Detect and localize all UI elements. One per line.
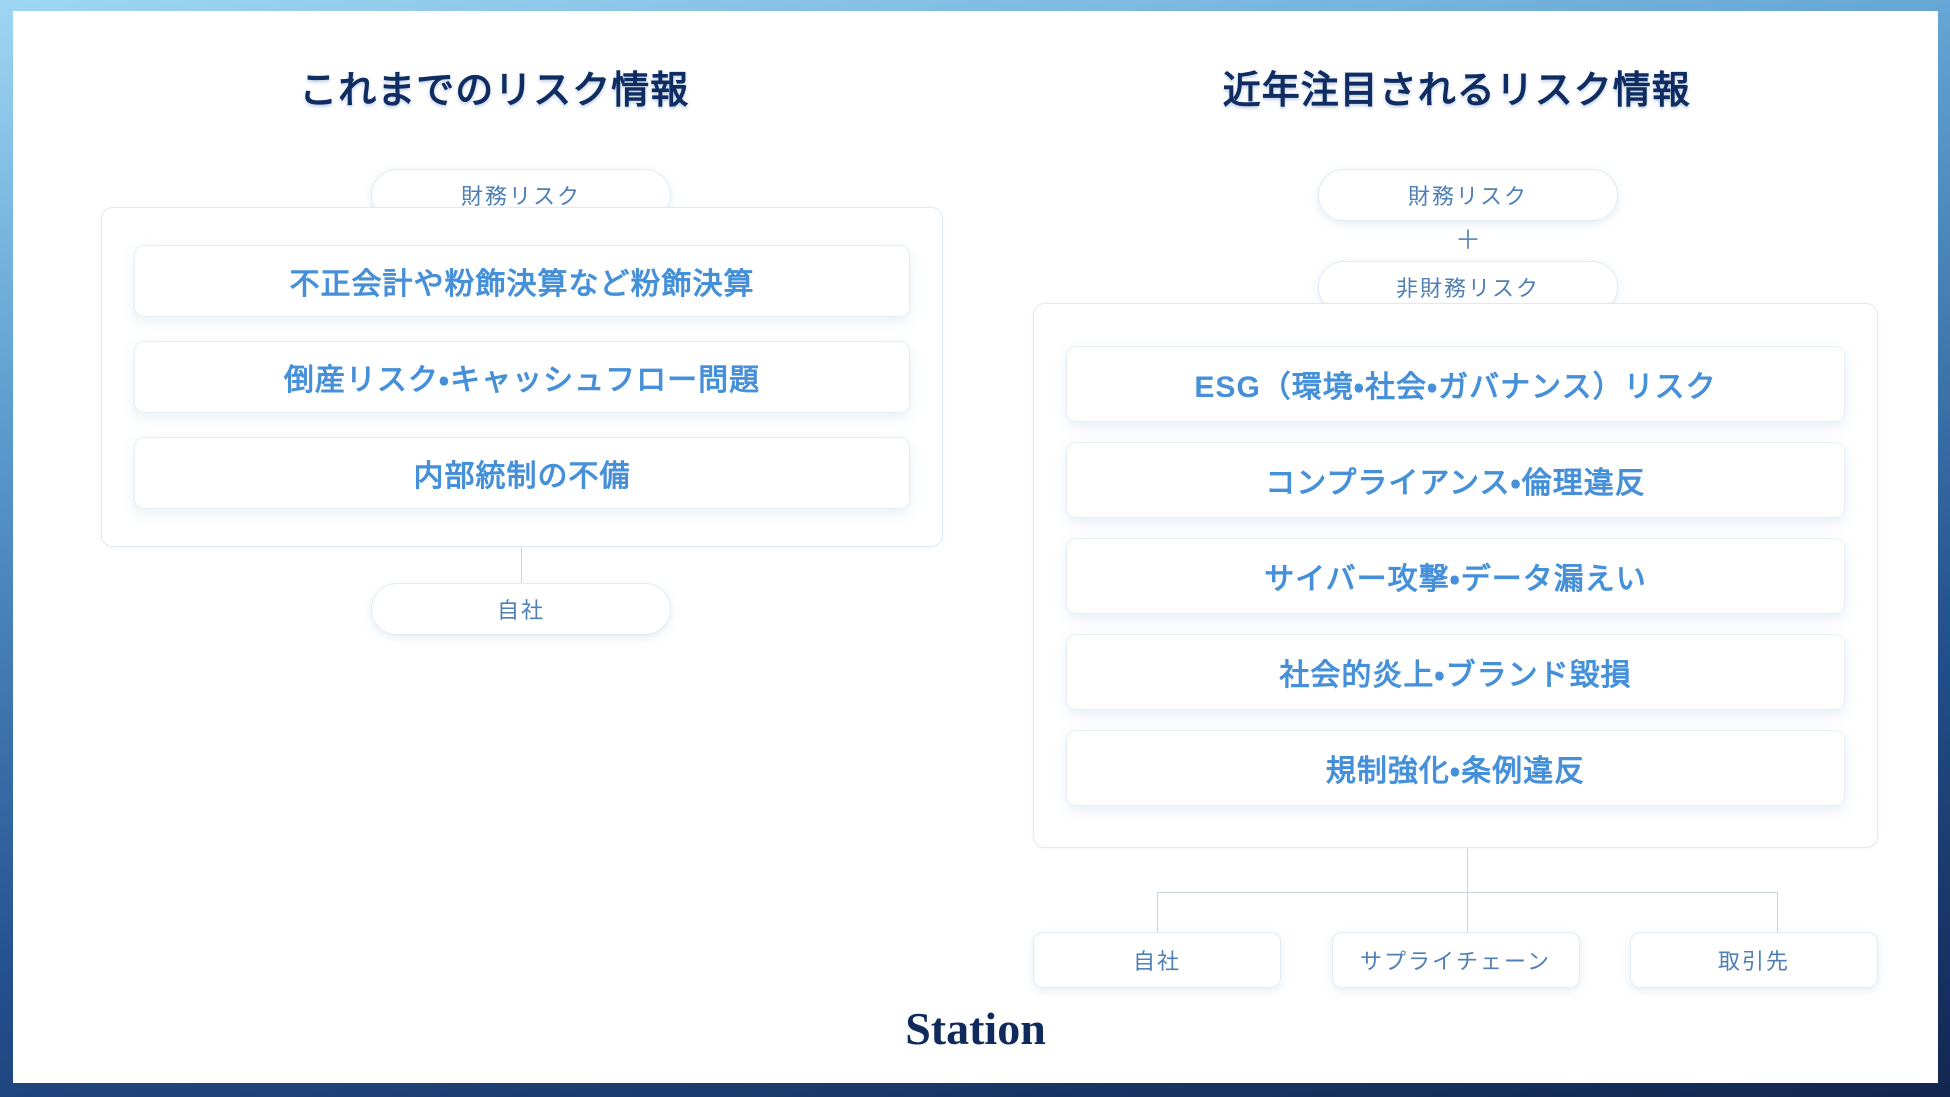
plus-icon: ＋ bbox=[1454, 225, 1481, 255]
left-scope-pill-own-company: 自社 bbox=[371, 583, 671, 635]
right-scope-pill-own-company: 自社 bbox=[1033, 932, 1281, 988]
left-risk-card-2: 倒産リスク・キャッシュフロー問題 bbox=[134, 341, 910, 413]
right-risk-card-5: 規制強化・条例違反 bbox=[1066, 729, 1845, 806]
columns-wrapper: これまでのリスク情報 財務リスク 不正会計や粉飾決算など粉飾決算 倒産リスク・キ… bbox=[13, 11, 1938, 1083]
right-scope-pill-business-partner: 取引先 bbox=[1630, 932, 1878, 988]
right-tag-financial-risk: 財務リスク bbox=[1318, 169, 1618, 221]
right-connector-drop-1 bbox=[1157, 892, 1158, 932]
right-scope-pill-row: 自社 サプライチェーン 取引先 bbox=[1033, 932, 1878, 988]
right-risk-card-3: サイバー攻撃・データ漏えい bbox=[1066, 537, 1845, 614]
right-connector-drop-2 bbox=[1467, 892, 1468, 932]
left-column-title: これまでのリスク情報 bbox=[299, 70, 690, 112]
right-risk-card-2: コンプライアンス・倫理違反 bbox=[1066, 441, 1845, 518]
left-risk-card-3: 内部統制の不備 bbox=[134, 437, 910, 509]
slide-canvas: これまでのリスク情報 財務リスク 不正会計や粉飾決算など粉飾決算 倒産リスク・キ… bbox=[13, 11, 1938, 1083]
right-scope-pill-supply-chain: サプライチェーン bbox=[1331, 932, 1580, 988]
right-risk-group: ESG（環境・社会・ガバナンス）リスク コンプライアンス・倫理違反 サイバー攻撃… bbox=[1033, 303, 1878, 848]
left-connector-line bbox=[521, 547, 522, 583]
station-logo: Station bbox=[905, 1003, 1046, 1054]
right-column: 近年注目されるリスク情報 bbox=[976, 11, 1939, 1083]
right-risk-card-4: 社会的炎上・ブランド毀損 bbox=[1066, 633, 1845, 710]
left-risk-group: 不正会計や粉飾決算など粉飾決算 倒産リスク・キャッシュフロー問題 内部統制の不備 bbox=[101, 207, 943, 547]
right-connector-drop-3 bbox=[1777, 892, 1778, 932]
left-column: これまでのリスク情報 財務リスク 不正会計や粉飾決算など粉飾決算 倒産リスク・キ… bbox=[13, 11, 976, 1083]
left-risk-card-1: 不正会計や粉飾決算など粉飾決算 bbox=[134, 245, 910, 317]
right-risk-card-1: ESG（環境・社会・ガバナンス）リスク bbox=[1066, 345, 1845, 422]
right-column-title: 近年注目されるリスク情報 bbox=[1222, 70, 1691, 112]
right-connector-trunk bbox=[1467, 848, 1468, 892]
